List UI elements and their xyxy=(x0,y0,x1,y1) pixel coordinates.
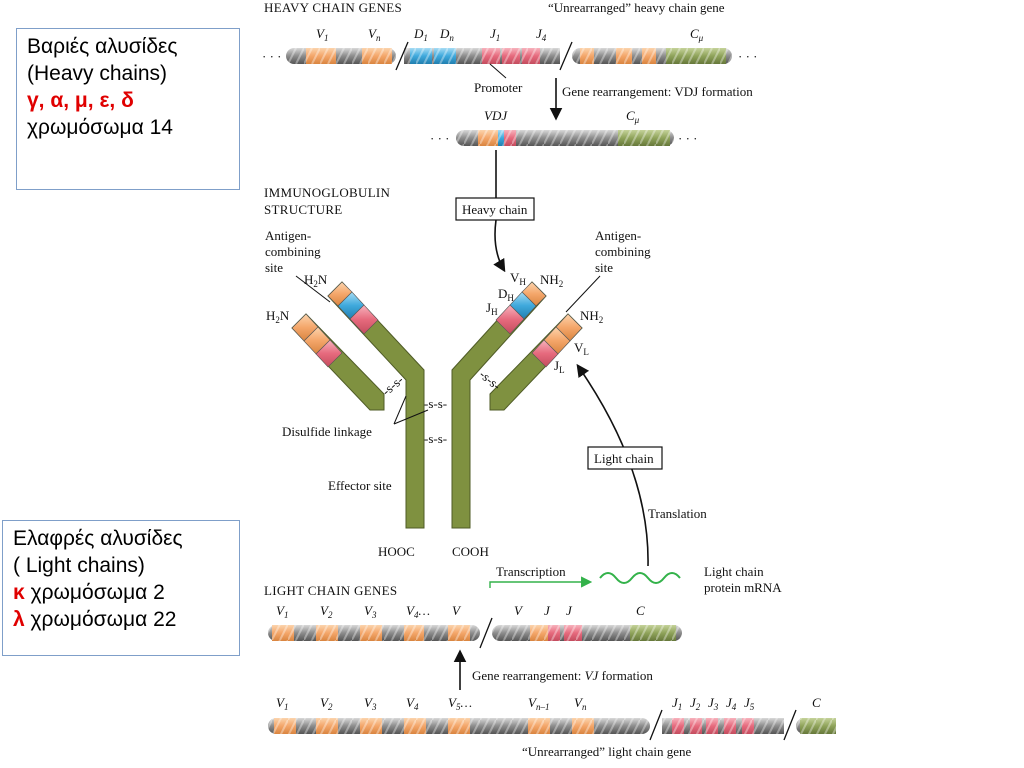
heavy-chain-box xyxy=(455,197,535,221)
jh-label: JH xyxy=(486,300,498,317)
light-note-line1: Ελαφρές αλυσίδες xyxy=(13,527,183,550)
light-bottom-v2: V2 xyxy=(320,695,333,712)
light-chain-box xyxy=(587,446,663,470)
immunoglobulin-structure-1: IMMUNOGLOBULIN xyxy=(264,185,391,200)
vdj-dna-strand xyxy=(456,130,674,146)
light-top-v: V xyxy=(452,603,462,618)
effector-label: Effector site xyxy=(328,478,392,493)
translation-label: Translation xyxy=(648,506,707,521)
vl-label: VL xyxy=(574,340,589,357)
light-bottom-j1: J1 xyxy=(672,695,682,712)
h2n-heavy-label: H2N xyxy=(304,272,328,289)
light-bottom-c: C xyxy=(812,695,821,710)
light-chain-box-label: Light chain xyxy=(594,451,654,466)
vh-label: VH xyxy=(510,270,526,287)
light-note-lambda: λ χρωμόσωμα 22 xyxy=(13,606,229,633)
light-bottom-j3: J3 xyxy=(708,695,719,712)
jl-label: JL xyxy=(554,358,565,375)
immunoglobulin-structure-2: STRUCTURE xyxy=(264,202,343,217)
promoter-label: Promoter xyxy=(474,80,523,95)
heavy-vn-label: Vn xyxy=(368,26,381,43)
heavy-chain-arrow xyxy=(493,219,506,273)
heavy-dn-label: Dn xyxy=(439,26,454,43)
light-bottom-v4: V4 xyxy=(406,695,419,712)
nh2-heavy-label: NH2 xyxy=(540,272,563,289)
vdj-rearrangement-label: Gene rearrangement: VDJ formation xyxy=(562,84,753,99)
mrna-label-2: protein mRNA xyxy=(704,580,782,595)
heavy-j4-label: J4 xyxy=(536,26,547,43)
vdj-cmu-label: Cμ xyxy=(626,108,640,125)
light-top-v2: V2 xyxy=(320,603,333,620)
light-top-v3: V3 xyxy=(364,603,377,620)
light-top-j-b: J xyxy=(566,603,573,618)
ss-bond-hinge-2: -s-s- xyxy=(424,431,447,446)
light-bottom-j5: J5 xyxy=(744,695,755,712)
heavy-dots-left: · · · xyxy=(262,49,282,64)
antigen-right-3: site xyxy=(595,260,613,275)
light-note-line2: ( Light chains) xyxy=(13,554,145,577)
light-bottom-v3: V3 xyxy=(364,695,377,712)
heavy-chain-note: Βαριές αλυσίδες (Heavy chains) γ, α, μ, … xyxy=(16,28,240,190)
light-chain-note: Ελαφρές αλυσίδες ( Light chains) κ χρωμό… xyxy=(2,520,240,656)
heavy-j1-label: J1 xyxy=(490,26,500,43)
unrearranged-light-label: “Unrearranged” light chain gene xyxy=(522,744,692,759)
light-bottom-vn1: Vn–1 xyxy=(528,695,549,712)
antigen-left-2: combining xyxy=(265,244,321,259)
dh-label: DH xyxy=(498,286,514,303)
transcription-arrow xyxy=(489,576,593,588)
light-top-v1: V1 xyxy=(276,603,288,620)
heavy-genes-title: HEAVY CHAIN GENES xyxy=(264,0,402,15)
transcription-label: Transcription xyxy=(496,564,566,579)
vdj-label: VDJ xyxy=(484,108,508,123)
vdj-dots-left: · · · xyxy=(430,131,450,146)
lambda-chromosome: χρωμόσωμα 22 xyxy=(30,608,177,631)
light-note-kappa: κ χρωμόσωμα 2 xyxy=(13,579,229,606)
heavy-note-line1: Βαριές αλυσίδες xyxy=(27,35,178,58)
light-top-v4: V4… xyxy=(406,603,430,620)
antigen-left-3: site xyxy=(265,260,283,275)
antigen-right-2: combining xyxy=(595,244,651,259)
light-genes-title: LIGHT CHAIN GENES xyxy=(264,583,397,598)
disulfide-label: Disulfide linkage xyxy=(282,424,372,439)
antibody-structure xyxy=(291,281,583,529)
heavy-note-chromosome: χρωμόσωμα 14 xyxy=(27,116,173,139)
vj-rearrangement-label: Gene rearrangement: VJ formation xyxy=(472,668,653,683)
heavy-chain-box-label: Heavy chain xyxy=(462,202,528,217)
light-bottom-j4: J4 xyxy=(726,695,737,712)
light-top-c: C xyxy=(636,603,645,618)
nh2-light-label: NH2 xyxy=(580,308,603,325)
mrna-label-1: Light chain xyxy=(704,564,764,579)
heavy-note-classes: γ, α, μ, ε, δ xyxy=(27,89,134,112)
heavy-dna-strand xyxy=(286,41,732,71)
kappa-chromosome: χρωμόσωμα 2 xyxy=(30,581,165,604)
lambda-symbol: λ xyxy=(13,608,25,631)
light-top-j-a: J xyxy=(544,603,551,618)
mrna-wave xyxy=(599,572,681,584)
heavy-d1-label: D1 xyxy=(413,26,428,43)
heavy-note-line2: (Heavy chains) xyxy=(27,62,168,85)
vdj-dots-right: · · · xyxy=(678,131,698,146)
hooc-label: HOOC xyxy=(378,544,415,559)
light-bottom-v1: V1 xyxy=(276,695,288,712)
light-unrearranged-strand xyxy=(268,709,836,741)
heavy-cmu-label: Cμ xyxy=(690,26,704,43)
heavy-v1-label: V1 xyxy=(316,26,328,43)
kappa-symbol: κ xyxy=(13,581,25,604)
light-bottom-vn: Vn xyxy=(574,695,587,712)
antigen-left-1: Antigen- xyxy=(265,228,311,243)
light-bottom-j2: J2 xyxy=(690,695,701,712)
light-top-v-after: V xyxy=(514,603,524,618)
cooh-label: COOH xyxy=(452,544,489,559)
heavy-dots-right: · · · xyxy=(738,49,758,64)
antigen-right-1: Antigen- xyxy=(595,228,641,243)
unrearranged-heavy-label: “Unrearranged” heavy chain gene xyxy=(548,0,725,15)
light-rearranged-strand xyxy=(268,617,682,649)
light-bottom-v5: V5… xyxy=(448,695,472,712)
h2n-light-label: H2N xyxy=(266,308,290,325)
ss-bond-hinge-1: -s-s- xyxy=(424,396,447,411)
